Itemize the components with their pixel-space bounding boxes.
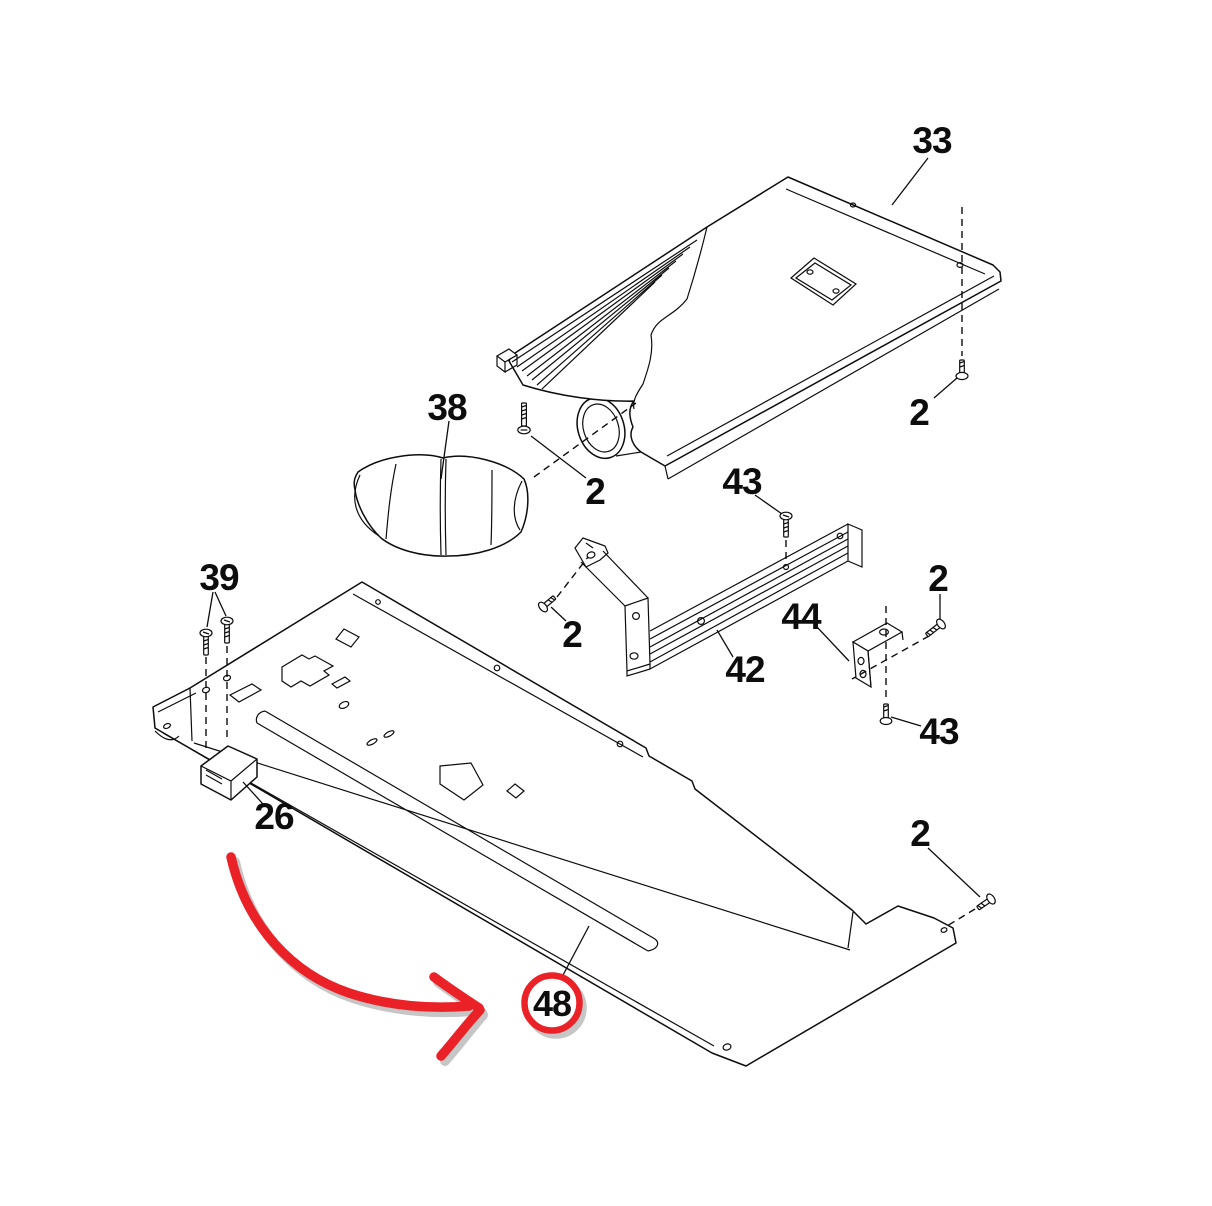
highlight-circle-48: 48	[521, 972, 587, 1039]
screw-39-left	[199, 628, 213, 656]
part-33-top-panel-shape	[495, 176, 1002, 480]
callout-part-26: 26	[254, 796, 294, 837]
part-33-duct-collar	[576, 396, 642, 460]
screw-2a	[955, 359, 969, 381]
callout-screw-2-top-right: 2	[909, 392, 929, 433]
callout-part-48: 48	[533, 983, 571, 1024]
part-48-base-panel-shape	[152, 581, 957, 1067]
callout-part-33: 33	[912, 120, 952, 161]
screw-2d	[925, 618, 946, 638]
callout-screw-2-duct: 2	[585, 471, 605, 512]
screw-2e	[976, 893, 996, 911]
screw-2c	[537, 595, 557, 613]
part-26-block-shape	[200, 745, 258, 801]
callout-leader-lines	[206, 157, 981, 978]
highlight-arrow	[226, 852, 485, 1061]
callout-part-42: 42	[725, 649, 765, 690]
screw-39-right	[220, 616, 234, 644]
callout-labels: 33 2 38 2 43 2 42 44 2 43 39 26 2	[199, 120, 960, 854]
screw-43b	[879, 703, 893, 726]
callout-part-44: 44	[781, 596, 822, 637]
assembly-dashed-lines	[205, 207, 976, 927]
screw-fasteners	[199, 359, 996, 911]
callout-part-38: 38	[427, 387, 467, 428]
part-42-rail-shape	[574, 523, 863, 677]
callout-screws-39: 39	[199, 557, 239, 598]
callout-screw-2-bottom: 2	[910, 813, 930, 854]
callout-screw-43-upper: 43	[722, 461, 762, 502]
callout-screw-43-lower: 43	[919, 711, 959, 752]
part-44-bracket-shape	[851, 622, 904, 689]
callout-screw-2-rail: 2	[562, 614, 582, 655]
screw-2b	[517, 402, 531, 435]
part-38-elbow-duct-shape	[353, 454, 529, 557]
screw-43a	[779, 511, 793, 538]
highlight-circle-ring	[521, 972, 583, 1034]
callout-screw-2-bracket: 2	[928, 558, 948, 599]
